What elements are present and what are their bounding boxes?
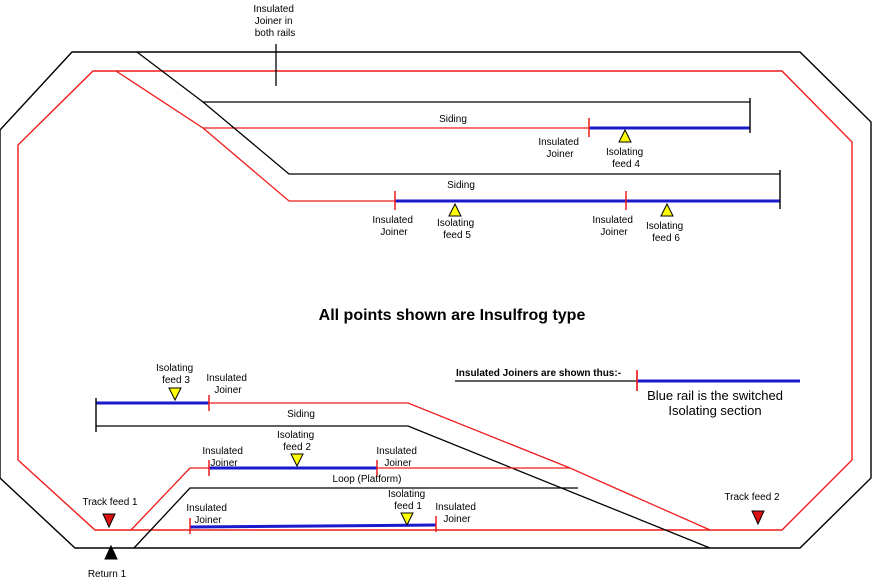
siding-upper-label: Siding bbox=[439, 114, 467, 125]
ij-mid-right-label: Insulated Joiner bbox=[592, 215, 635, 238]
main-blue-rail bbox=[189, 523, 437, 529]
siding-middle-label: Siding bbox=[447, 180, 475, 191]
track-feed2-label: Track feed 2 bbox=[724, 492, 780, 503]
feed4-marker bbox=[618, 128, 632, 143]
feed2-marker bbox=[290, 453, 304, 468]
ij-loop-right-label: Insulated Joiner bbox=[376, 446, 419, 469]
return1-label: Return 1 bbox=[88, 569, 127, 580]
legend-joiner-text: Insulated Joiners are shown thus:- bbox=[456, 368, 621, 379]
middle-siding-black-rail bbox=[202, 101, 780, 175]
lower-siding-red-rail bbox=[209, 402, 571, 469]
middle-siding-red-rail bbox=[202, 127, 395, 202]
loop-black-rail bbox=[133, 487, 578, 549]
feed5-marker bbox=[448, 202, 462, 217]
track-feed1-marker bbox=[102, 513, 116, 529]
feed3-label: Isolating feed 3 bbox=[156, 363, 196, 386]
siding-lower-label: Siding bbox=[287, 409, 315, 420]
lower-siding-black-rail bbox=[96, 425, 711, 549]
feed1-label: Isolating feed 1 bbox=[388, 489, 428, 512]
ij-upper-label: Insulated Joiner bbox=[538, 137, 581, 160]
loop-label: Loop (Platform) bbox=[333, 474, 402, 485]
feed6-label: Isolating feed 6 bbox=[646, 221, 686, 244]
track-feed2-marker bbox=[751, 510, 765, 526]
ij-main-left-label: Insulated Joiner bbox=[186, 503, 229, 526]
legend-blue-line2: Isolating section bbox=[668, 403, 761, 418]
return1-marker bbox=[104, 544, 118, 560]
loop-red-left bbox=[130, 467, 209, 531]
feed3-marker bbox=[168, 387, 182, 402]
outer-loop-rail bbox=[0, 51, 872, 549]
feed2-label: Isolating feed 2 bbox=[277, 430, 317, 453]
upper-siding-red-rail bbox=[115, 70, 589, 129]
feed4-label: Isolating feed 4 bbox=[606, 147, 646, 170]
feed5-label: Isolating feed 5 bbox=[437, 218, 477, 241]
inner-loop-rail bbox=[17, 70, 853, 531]
ij-main-right-label: Insulated Joiner bbox=[435, 502, 478, 525]
top-joiner-label: Insulated Joiner in both rails bbox=[253, 4, 296, 39]
loop-red-right bbox=[377, 467, 711, 531]
track-feed1-label: Track feed 1 bbox=[82, 497, 138, 508]
diagram-title: All points shown are Insulfrog type bbox=[319, 307, 586, 324]
ij-mid-left-label: Insulated Joiner bbox=[372, 215, 415, 238]
ij-loop-left-label: Insulated Joiner bbox=[202, 446, 245, 469]
feed1-marker bbox=[400, 512, 414, 527]
ij-lower-siding-label: Insulated Joiner bbox=[206, 373, 249, 396]
legend-blue-line1: Blue rail is the switched bbox=[647, 388, 783, 403]
feed6-marker bbox=[660, 202, 674, 217]
upper-siding-black-rail bbox=[136, 51, 750, 103]
